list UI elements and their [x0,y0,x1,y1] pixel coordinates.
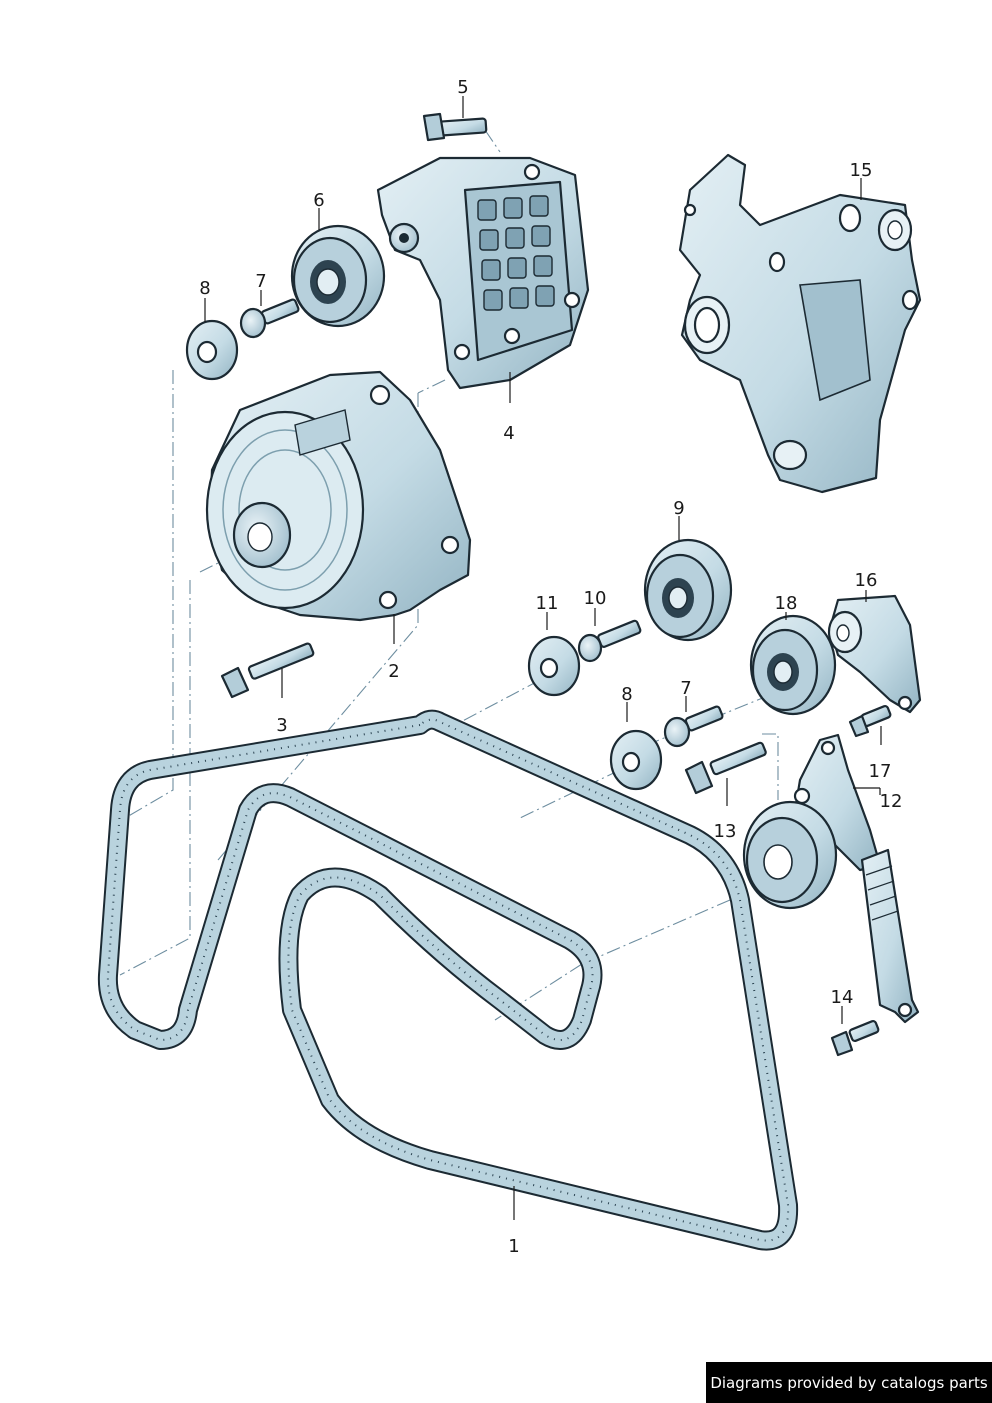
bolt-7-left [239,298,300,339]
callout-8-left: 8 [199,278,210,299]
callout-5: 5 [457,77,468,98]
callout-labels: 1 2 3 4 5 6 7 8 9 10 11 12 13 14 15 16 7… [199,77,902,1257]
callout-10: 10 [584,588,607,609]
callout-7-left: 7 [255,271,266,292]
bolt-14 [830,1019,880,1057]
callout-6: 6 [313,190,324,211]
ribbed-v-belt [97,709,799,1251]
idler-pulley-6 [290,224,386,328]
callout-16: 16 [855,570,878,591]
bolt-17 [848,704,892,738]
mounting-bracket-4 [376,156,590,390]
callout-leaders [204,96,882,1220]
callout-9: 9 [673,498,684,519]
callout-11: 11 [536,593,559,614]
idler-pulley-18 [749,614,837,716]
cap-8-left [185,319,239,381]
bracket-16 [827,594,922,714]
callout-7-right: 7 [680,678,691,699]
callout-2: 2 [388,661,399,682]
bolt-5 [422,112,488,142]
callout-1: 1 [508,1236,519,1257]
callout-18: 18 [775,593,798,614]
bolt-13 [684,741,767,795]
tension-pulley-9 [643,538,733,642]
bolt-10 [577,619,642,663]
callout-8-right: 8 [621,684,632,705]
tensioner-pulley [742,800,838,910]
callout-14: 14 [831,987,854,1008]
cap-8-right [609,729,663,791]
credit-banner: Diagrams provided by catalogs parts [706,1362,992,1403]
callout-13: 13 [714,821,737,842]
bolt-7-right [663,705,724,748]
callout-15: 15 [850,160,873,181]
cap-11 [527,635,581,697]
callout-3: 3 [276,715,287,736]
belt-tensioner-12 [793,733,920,1024]
callout-4: 4 [503,423,514,444]
callout-12: 12 [880,791,903,812]
callout-17: 17 [869,761,892,782]
alternator-2 [205,370,472,622]
engine-bracket-15 [678,153,922,494]
bolt-3 [220,642,315,699]
